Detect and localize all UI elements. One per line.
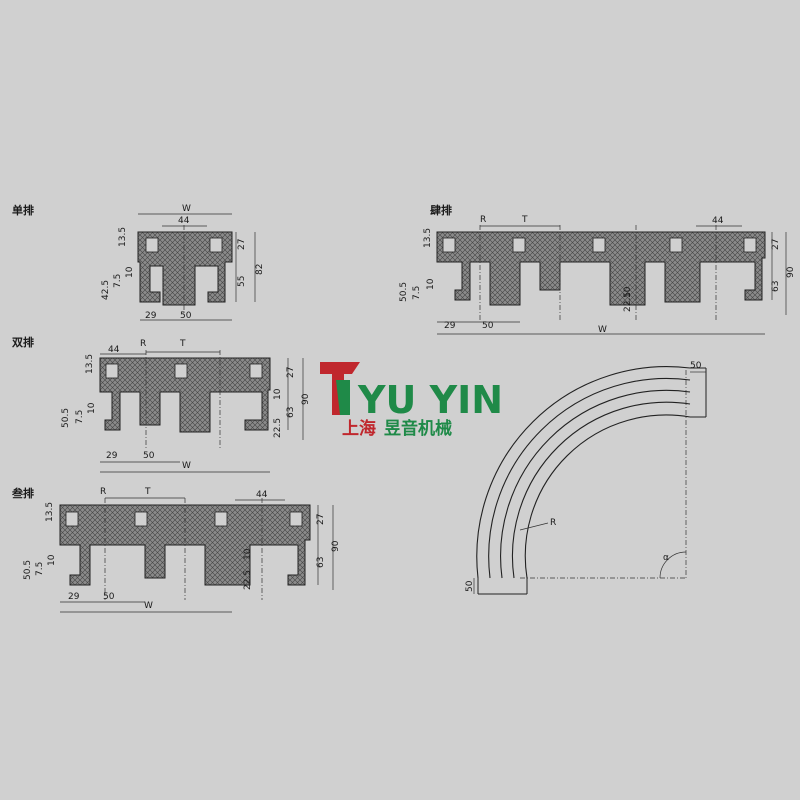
single-29-label: 29 <box>145 311 157 321</box>
triple-7-5-label: 7.5 <box>35 562 45 576</box>
single-profile-shape <box>137 231 233 306</box>
quad-90-label: 90 <box>786 266 796 278</box>
double-50-5-label: 50.5 <box>61 408 71 428</box>
quad-W-label: W <box>598 325 607 335</box>
curve-plan-view: 50 50 R α <box>465 361 707 595</box>
single-50-label: 50 <box>180 311 192 321</box>
quad-slot-3 <box>592 237 606 253</box>
double-10b-label: 10 <box>87 402 97 414</box>
double-slot-1 <box>105 363 119 379</box>
quad-slot-2 <box>512 237 526 253</box>
triple-44-label: 44 <box>256 490 268 500</box>
triple-13-5-label: 13.5 <box>45 502 55 522</box>
double-63-label: 63 <box>286 407 296 418</box>
logo-chinese-red: 上海 <box>342 418 376 439</box>
quad-slot-4 <box>669 237 683 253</box>
curve-alpha-label: α <box>663 553 669 563</box>
triple-slot-1 <box>65 511 79 527</box>
double-row-profile: 双排 44 R T 13.5 27 90 63 10 22.5 50.5 7.5… <box>12 335 311 473</box>
triple-27-label: 27 <box>316 514 326 525</box>
double-50-label: 50 <box>143 451 155 461</box>
triple-29-label: 29 <box>68 592 80 602</box>
quad-slot-5 <box>743 237 757 253</box>
single-7-5-label: 7.5 <box>113 274 123 288</box>
double-27-label: 27 <box>286 367 296 378</box>
single-row-profile: 单排 W 44 13.5 27 55 82 42.5 7.5 10 29 50 <box>12 203 265 321</box>
double-90-label: 90 <box>301 393 311 405</box>
double-13-5-label: 13.5 <box>85 354 95 374</box>
triple-row-profile: 叁排 R T 44 13.5 27 90 63 10 22.5 50.5 7.5… <box>11 486 341 613</box>
double-T-label: T <box>179 339 186 349</box>
single-82-label: 82 <box>255 264 265 275</box>
double-44-label: 44 <box>108 345 120 355</box>
triple-W-label: W <box>144 601 153 611</box>
quad-29-label: 29 <box>444 321 456 331</box>
quad-44-label: 44 <box>712 216 724 226</box>
quad-50-5-label: 50.5 <box>399 282 409 302</box>
single-55-label: 55 <box>237 276 247 287</box>
double-22-5-label: 22.5 <box>273 418 283 438</box>
triple-row-title: 叁排 <box>11 486 34 500</box>
triple-R-label: R <box>100 487 106 497</box>
single-44-label: 44 <box>178 216 190 226</box>
double-profile-shape <box>99 357 271 433</box>
company-logo: YU YIN 上海 昱音机械 <box>320 362 503 439</box>
triple-slot-3 <box>214 511 228 527</box>
quad-22-5-label: 22.5 <box>623 292 633 312</box>
curve-50-top-label: 50 <box>690 361 702 371</box>
triple-63-label: 63 <box>316 557 326 568</box>
single-slot-left <box>145 237 159 253</box>
single-13-5-label: 13.5 <box>118 227 128 247</box>
quad-27-label: 27 <box>771 239 781 250</box>
double-slot-2 <box>174 363 188 379</box>
quad-10-label: 10 <box>623 286 633 298</box>
quad-63-label: 63 <box>771 281 781 292</box>
triple-slot-2 <box>134 511 148 527</box>
logo-chinese-green: 昱音机械 <box>384 418 452 439</box>
quad-13-5-label: 13.5 <box>423 228 433 248</box>
single-42-5-label: 42.5 <box>101 280 111 300</box>
curve-R-label: R <box>550 518 556 528</box>
quad-row-title: 肆排 <box>430 203 452 217</box>
triple-T-label: T <box>144 487 151 497</box>
quad-10b-label: 10 <box>426 278 436 290</box>
quad-R-label: R <box>480 215 486 225</box>
triple-10b-label: 10 <box>47 554 57 566</box>
double-W-label: W <box>182 461 191 471</box>
triple-90-label: 90 <box>331 540 341 552</box>
triple-slot-4 <box>289 511 303 527</box>
quad-row-profile: 肆排 R T 44 13.5 27 90 63 10 22.5 50.5 7.5… <box>399 203 796 335</box>
double-29-label: 29 <box>106 451 118 461</box>
triple-22-5-label: 22.5 <box>243 570 253 590</box>
single-row-title: 单排 <box>12 203 34 217</box>
single-27-label: 27 <box>237 239 247 250</box>
single-slot-right <box>209 237 223 253</box>
double-row-title: 双排 <box>12 335 34 349</box>
logo-english-text: YU YIN <box>357 378 503 422</box>
double-slot-3 <box>249 363 263 379</box>
triple-50-label: 50 <box>103 592 115 602</box>
single-10-label: 10 <box>125 266 135 278</box>
quad-50-label: 50 <box>482 321 494 331</box>
double-7-5-label: 7.5 <box>75 410 85 424</box>
quad-T-label: T <box>521 215 528 225</box>
quad-7-5-label: 7.5 <box>412 286 422 300</box>
double-10-label: 10 <box>273 388 283 400</box>
quad-slot-1 <box>442 237 456 253</box>
triple-50-5-label: 50.5 <box>23 560 33 580</box>
curve-50-left-label: 50 <box>465 580 475 592</box>
logo-mark-green <box>336 380 350 415</box>
single-W-label: W <box>182 204 191 214</box>
double-R-label: R <box>140 339 146 349</box>
triple-10-label: 10 <box>243 548 253 560</box>
